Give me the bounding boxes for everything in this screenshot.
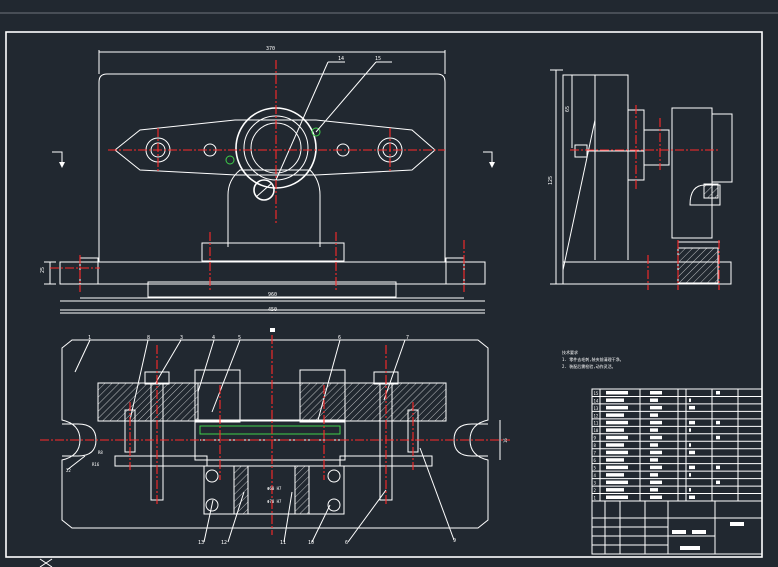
- balloon-12: 12: [221, 540, 227, 546]
- parts-row-cell-mark: [650, 398, 658, 402]
- balloon-14: 14: [338, 56, 344, 62]
- parts-row-cell-mark: [716, 391, 720, 395]
- plan-view: [40, 328, 510, 543]
- side-view: [550, 69, 733, 290]
- parts-row-cell-mark: [606, 398, 624, 402]
- balloon-11: 11: [280, 540, 286, 546]
- parts-row-cell-mark: [606, 391, 628, 395]
- parts-row-cell-mark: [606, 458, 624, 462]
- parts-row-cell-mark: [716, 480, 720, 485]
- parts-row-cell-mark: [650, 391, 662, 395]
- dim-side-height: 25: [40, 267, 46, 273]
- parts-row-number: 14: [594, 398, 599, 403]
- parts-row-cell-mark: [689, 398, 691, 402]
- dim-base-outer: 450: [268, 307, 277, 313]
- parts-row-number: 3: [594, 480, 597, 485]
- parts-row-number: 8: [594, 443, 597, 448]
- parts-row-number: 4: [594, 473, 597, 478]
- parts-row-number: 2: [594, 488, 597, 493]
- parts-row-cell-mark: [606, 435, 628, 440]
- dim-top-width: 370: [266, 46, 275, 52]
- parts-row-number: 10: [594, 428, 599, 433]
- parts-row-number: 15: [594, 391, 599, 396]
- balloon-6b: 6: [345, 540, 348, 546]
- parts-row-number: 9: [594, 436, 597, 441]
- parts-row-cell-mark: [606, 495, 628, 499]
- parts-row-cell-mark: [716, 465, 720, 470]
- parts-row-cell-mark: [689, 450, 695, 455]
- parts-row-cell-mark: [689, 405, 695, 410]
- parts-row-cell-mark: [650, 405, 662, 410]
- parts-row-cell-mark: [606, 413, 624, 417]
- parts-row-cell-mark: [650, 443, 658, 447]
- parts-row-cell-mark: [606, 405, 628, 410]
- parts-row-cell-mark: [689, 488, 691, 492]
- parts-row-cell-mark: [650, 458, 658, 462]
- balloon-6: 6: [338, 335, 341, 341]
- balloon-7: 7: [406, 335, 409, 341]
- dim-side-small: 65: [565, 106, 571, 112]
- parts-row-cell-mark: [606, 465, 628, 470]
- parts-row-cell-mark: [716, 420, 720, 425]
- balloon-5: 5: [238, 335, 241, 341]
- balloon-1: 1: [88, 335, 91, 341]
- parts-row-number: 7: [594, 451, 597, 456]
- dim-slot-r: R16: [92, 462, 100, 467]
- parts-row-cell-mark: [606, 450, 628, 455]
- balloon-3: 3: [180, 335, 183, 341]
- parts-row-cell-mark: [606, 480, 628, 485]
- parts-row-cell-mark: [606, 443, 624, 447]
- dim-radius: R8: [98, 450, 103, 455]
- parts-row-cell-mark: [606, 428, 624, 432]
- dim-bore-a: Φ60 H7: [267, 486, 282, 491]
- parts-row-cell-mark: [606, 420, 628, 425]
- notes-line-1: 1. 零件去毛刺,装夹前清理干净。: [562, 356, 624, 362]
- balloon-13: 13: [198, 540, 204, 546]
- parts-row-cell-mark: [650, 488, 658, 492]
- balloon-10: 10: [308, 540, 314, 546]
- dim-side-total: 125: [548, 176, 554, 185]
- parts-row-cell-mark: [689, 443, 691, 447]
- parts-row-cell-mark: [650, 495, 662, 499]
- balloon-8: 8: [147, 335, 150, 341]
- dim-bore-b: Φ70 H7: [267, 499, 282, 504]
- parts-row-cell-mark: [650, 480, 662, 485]
- front-view: [44, 50, 495, 314]
- dim-side-right: 16: [503, 438, 508, 443]
- parts-row-cell-mark: [689, 473, 691, 477]
- parts-row-number: 1: [594, 495, 597, 500]
- parts-row-number: 5: [594, 466, 597, 471]
- drawing-frame: [5, 31, 763, 558]
- parts-row-number: 12: [594, 413, 599, 418]
- parts-row-cell-mark: [606, 473, 624, 477]
- balloon-4: 4: [212, 335, 215, 341]
- dim-base-inner: 960: [268, 292, 277, 298]
- parts-row-cell-mark: [650, 435, 662, 440]
- parts-row-number: 6: [594, 458, 597, 463]
- parts-row-cell-mark: [650, 420, 662, 425]
- balloon-15: 15: [375, 56, 381, 62]
- parts-row-cell-mark: [650, 428, 658, 432]
- parts-row-cell-mark: [716, 435, 720, 440]
- parts-row-number: 11: [594, 421, 599, 426]
- notes-heading: 技术要求: [562, 349, 578, 355]
- balloon-9: 9: [453, 538, 456, 544]
- parts-list-table: 15 14 13 12 11 10 9 8 7 6 5 4 3 2 1: [591, 388, 763, 555]
- parts-row-cell-mark: [689, 495, 695, 499]
- parts-row-cell-mark: [689, 428, 691, 432]
- notes-line-2: 2. 装配后需检验,动作灵活。: [562, 363, 616, 369]
- parts-row-cell-mark: [689, 420, 695, 425]
- dim-slot-w: 22: [66, 468, 71, 473]
- ucs-icon: [39, 558, 53, 567]
- parts-row-number: 13: [594, 406, 599, 411]
- parts-row-cell-mark: [650, 450, 662, 455]
- parts-row-cell-mark: [650, 473, 658, 477]
- parts-row-cell-mark: [689, 465, 695, 470]
- parts-row-cell-mark: [650, 465, 662, 470]
- parts-row-cell-mark: [606, 488, 624, 492]
- parts-row-cell-mark: [650, 413, 658, 417]
